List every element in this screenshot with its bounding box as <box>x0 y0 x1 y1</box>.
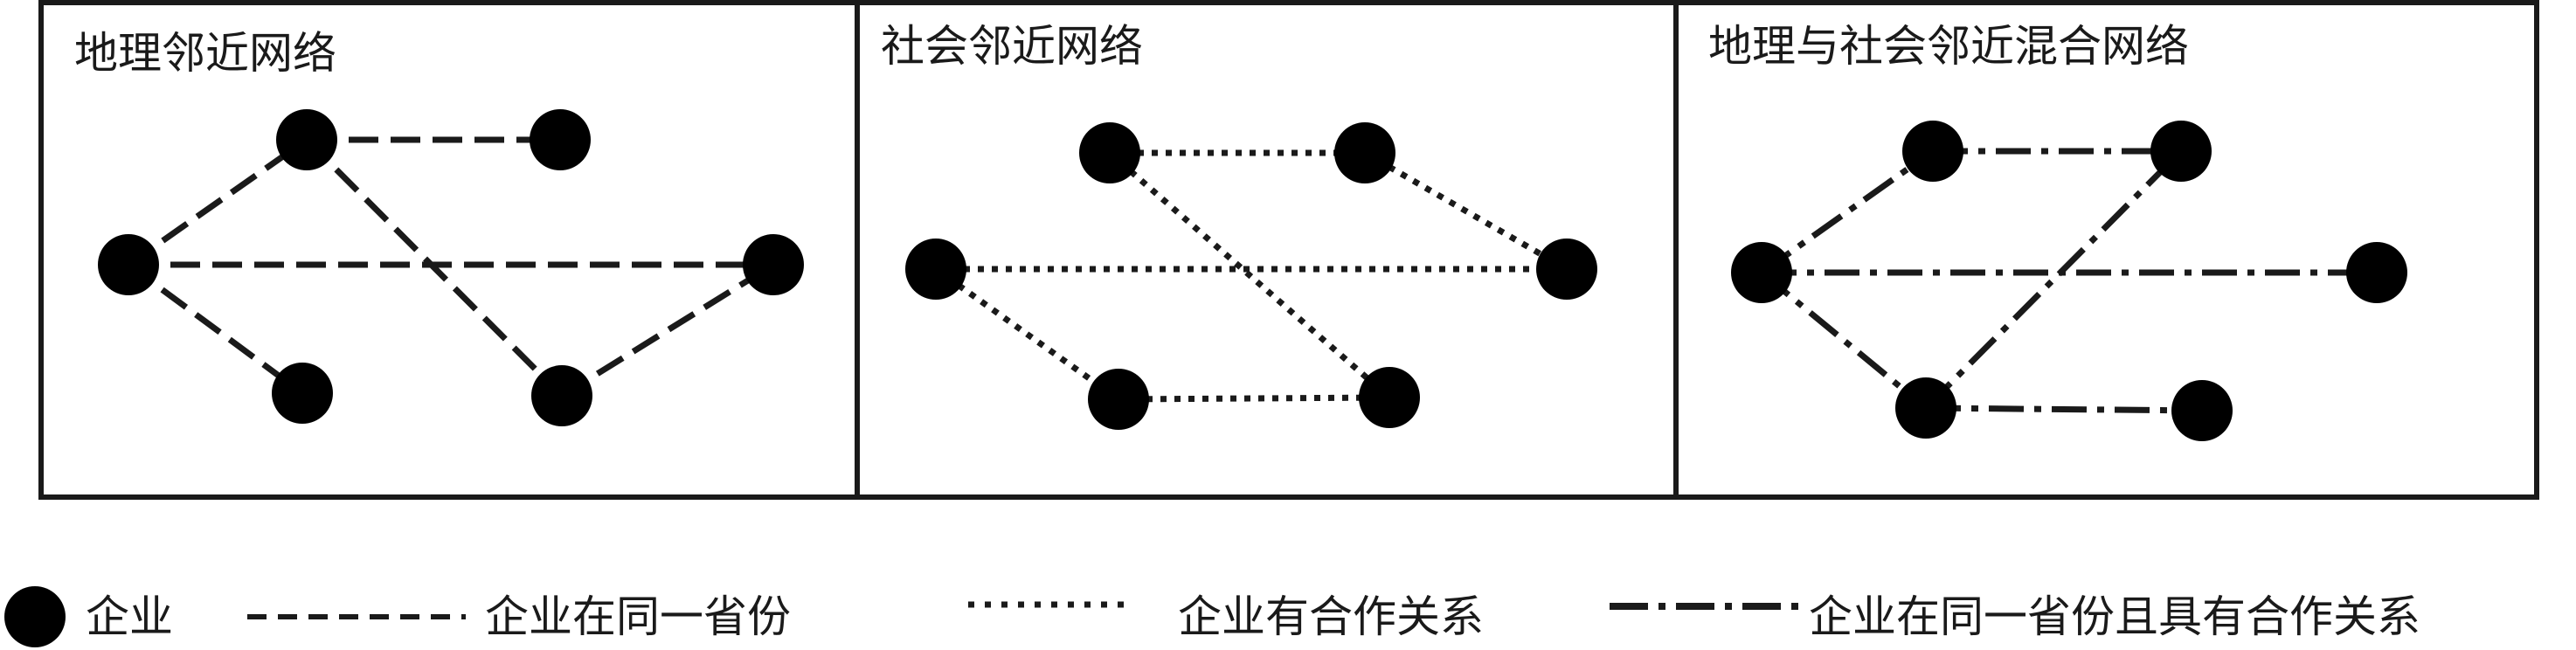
enterprise-node <box>905 239 966 300</box>
legend-enterprise-label: 企业 <box>86 591 173 642</box>
edge <box>1923 149 2184 411</box>
enterprise-node <box>1079 122 1140 183</box>
enterprise-node <box>530 109 591 170</box>
panel-frames <box>38 0 2539 500</box>
panel-social-title: 社会邻近网络 <box>881 21 1143 72</box>
edge <box>1759 270 1929 411</box>
enterprise-node <box>276 109 337 170</box>
edge <box>933 266 1121 402</box>
legend-both-label: 企业在同一省份且具有合作关系 <box>1809 591 2420 642</box>
legend-node-icon <box>4 586 66 647</box>
edge <box>126 262 305 396</box>
panel-mixed-frame <box>1673 0 2539 500</box>
legend: 企业 企业在同一省份 企业有合作关系 企业在同一省份且具有合作关系 <box>4 586 2420 647</box>
edge <box>1118 394 1390 403</box>
enterprise-node <box>531 365 592 426</box>
enterprise-node <box>272 363 333 424</box>
enterprise-node <box>1088 369 1149 430</box>
edge <box>1759 149 1935 275</box>
enterprise-node <box>1359 367 1420 428</box>
enterprise-node <box>2171 380 2233 441</box>
enterprise-node <box>1902 121 1963 182</box>
enterprise-node <box>743 234 804 295</box>
panel-social-nodes <box>905 122 1597 430</box>
panel-geo-title: 地理邻近网络 <box>74 28 336 79</box>
edge <box>560 262 775 398</box>
panel-mixed-edges <box>1759 148 2377 414</box>
enterprise-node <box>1334 122 1395 183</box>
enterprise-node <box>1536 239 1597 300</box>
edge <box>126 137 309 267</box>
panel-mixed-title: 地理与社会邻近混合网络 <box>1708 21 2189 72</box>
panel-geo-edges <box>126 136 775 398</box>
edge <box>304 137 564 398</box>
panel-social-edges <box>933 149 1568 403</box>
enterprise-node <box>2346 242 2407 303</box>
legend-cooperation-label: 企业有合作关系 <box>1178 591 1484 642</box>
edge <box>1925 405 2203 414</box>
edge <box>1363 149 1568 273</box>
edge <box>1107 150 1392 400</box>
enterprise-node <box>1731 242 1792 303</box>
legend-same-province-label: 企业在同一省份 <box>485 591 791 642</box>
enterprise-node <box>1895 377 1956 439</box>
panel-mixed-nodes <box>1731 121 2407 441</box>
enterprise-node <box>2150 121 2212 182</box>
panel-geo-nodes <box>98 109 804 426</box>
enterprise-node <box>98 234 159 295</box>
